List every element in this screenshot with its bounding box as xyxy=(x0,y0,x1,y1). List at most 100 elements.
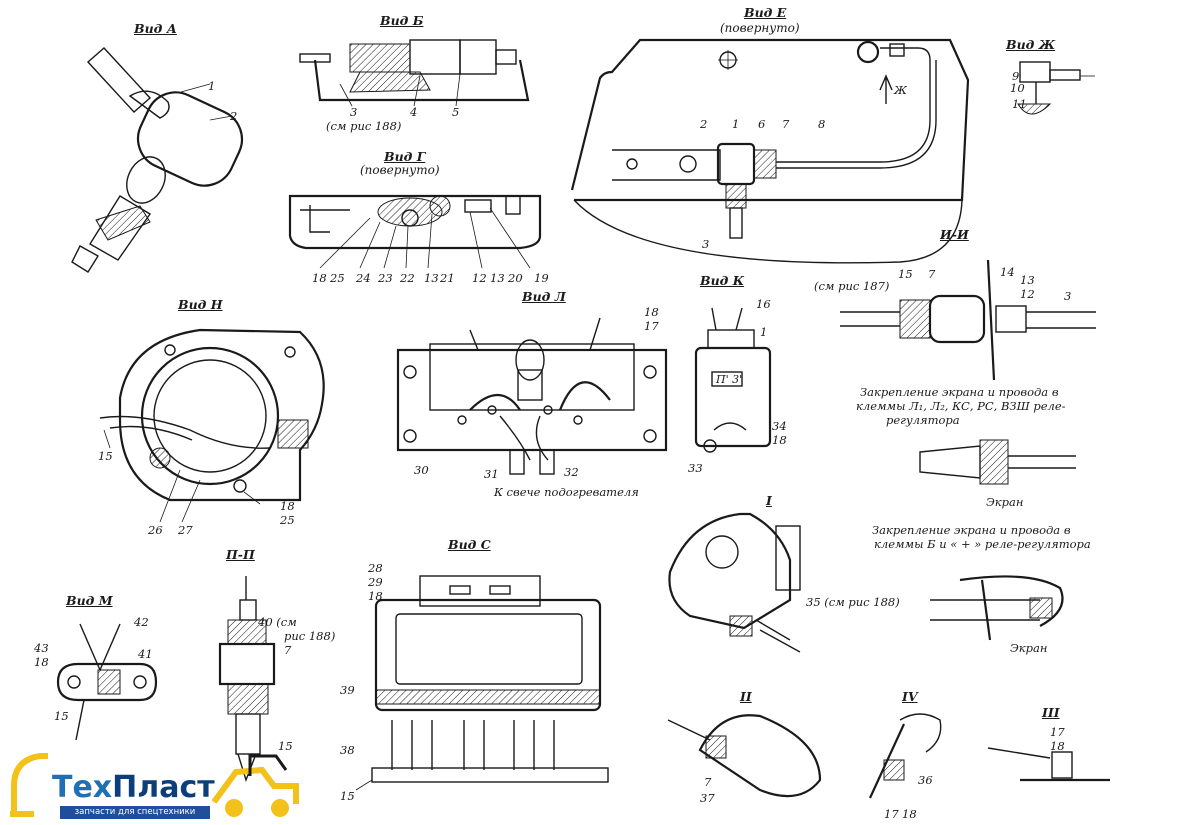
callout: 36 xyxy=(918,773,933,787)
view-l-title: Вид Л xyxy=(522,289,566,304)
view-b-title: Вид Б xyxy=(380,13,424,28)
callout: 23 xyxy=(378,271,393,285)
callout: 15 xyxy=(278,739,293,753)
callout: 3 xyxy=(1064,289,1072,303)
logo-brand-part-2: Пласт xyxy=(112,770,215,805)
view-n-title: Вид Н xyxy=(178,297,223,312)
callout: 13 xyxy=(1020,273,1035,287)
callout: 18 xyxy=(312,271,327,285)
callout: 41 xyxy=(138,647,153,661)
screen-label-1: Экран xyxy=(986,495,1024,509)
view-g-subtitle: (повернуто) xyxy=(360,163,440,177)
callout: 19 xyxy=(534,271,549,285)
callout: 15 xyxy=(54,709,69,723)
callout: 25 xyxy=(330,271,345,285)
callout: 25 xyxy=(280,513,295,527)
callout: 18 xyxy=(772,433,787,447)
callout: 39 xyxy=(340,683,355,697)
view-s-title: Вид С xyxy=(448,537,491,552)
view-m-drawing xyxy=(56,623,158,741)
callout: 7 xyxy=(704,775,712,789)
view-g-drawing xyxy=(288,194,542,269)
view-pp-reference-b: рис 188) xyxy=(284,629,336,643)
callout: 24 xyxy=(356,271,371,285)
callout: 29 xyxy=(368,575,383,589)
view-a-drawing xyxy=(71,47,244,273)
callout: 37 xyxy=(700,791,715,805)
terminal-detail-2 xyxy=(930,575,1064,641)
callout: 33 xyxy=(688,461,703,475)
logo-tagline: запчасти для спецтехники xyxy=(60,806,210,819)
callout: 34 xyxy=(772,419,787,433)
callout: 3 xyxy=(702,237,710,251)
callout: 15 xyxy=(898,267,913,281)
detail-ii-drawing xyxy=(667,714,822,798)
detail-iii-drawing xyxy=(987,747,1110,782)
logo-graphic xyxy=(10,753,299,817)
detail-iv-title: IV xyxy=(902,689,918,704)
fixing-note-1b: клеммы Л₁, Л₂, КС, РС, ВЗШ реле- xyxy=(856,399,1066,413)
relay-marking: П' 3' xyxy=(716,373,743,386)
view-b-reference: (см рис 188) xyxy=(326,119,402,133)
fixing-note-2b: клеммы Б и « + » реле-регулятора xyxy=(874,537,1091,551)
view-zh-title: Вид Ж xyxy=(1006,37,1056,52)
view-k-drawing xyxy=(694,307,772,453)
callout: 18 xyxy=(902,807,917,821)
callout: 10 xyxy=(1010,81,1025,95)
callout: 17 xyxy=(644,319,659,333)
callout: 1 xyxy=(760,325,768,339)
callout: 22 xyxy=(400,271,415,285)
detail-i-drawing xyxy=(668,512,801,653)
callout: 31 xyxy=(484,467,499,481)
view-pp-reference-a: 40 (см xyxy=(258,615,297,629)
view-m-title: Вид М xyxy=(66,593,113,608)
view-zh-drawing xyxy=(1017,61,1095,115)
logo-brand: ТехПласт xyxy=(52,772,215,804)
callout: 15 xyxy=(98,449,113,463)
view-ii-drawing xyxy=(840,259,1096,381)
callout: 12 xyxy=(1020,287,1035,301)
callout: 43 xyxy=(34,641,49,655)
logo-brand-part-1: Тех xyxy=(52,770,113,805)
callout: 17 xyxy=(1050,725,1065,739)
callout: 18 xyxy=(368,589,383,603)
callout: 42 xyxy=(134,615,149,629)
view-k-title: Вид К xyxy=(700,273,745,288)
callout: 17 xyxy=(884,807,899,821)
callout: 13 xyxy=(424,271,439,285)
callout: 1 xyxy=(732,117,740,131)
callout: 20 xyxy=(508,271,523,285)
view-s-drawing xyxy=(355,575,609,791)
callout: 26 xyxy=(148,523,163,537)
view-pp-drawing xyxy=(218,576,276,783)
callout: 16 xyxy=(756,297,771,311)
callout: 18 xyxy=(1050,739,1065,753)
detail-ii-title: II xyxy=(740,689,752,704)
callout: 32 xyxy=(564,465,579,479)
view-b-drawing xyxy=(299,39,530,107)
detail-i-reference: 35 (см рис 188) xyxy=(806,595,900,609)
callout: 18 xyxy=(280,499,295,513)
arrow-zh-label: Ж xyxy=(894,83,907,97)
callout: 1 xyxy=(208,79,216,93)
callout: 21 xyxy=(440,271,455,285)
callout: 12 xyxy=(472,271,487,285)
callout: 28 xyxy=(368,561,383,575)
view-l-drawing xyxy=(396,317,668,475)
callout: 2 xyxy=(230,109,238,123)
fixing-note-1a: Закрепление экрана и провода в xyxy=(860,385,1059,399)
callout: 15 xyxy=(340,789,355,803)
view-a-title: Вид А xyxy=(134,21,177,36)
callout: 7 xyxy=(782,117,790,131)
callout: 13 xyxy=(490,271,505,285)
screen-label-2: Экран xyxy=(1010,641,1048,655)
view-ii-title: И-И xyxy=(940,227,969,242)
terminal-detail-1 xyxy=(919,439,1076,485)
heater-note: К свече подогревателя xyxy=(494,485,639,499)
callout: 38 xyxy=(340,743,355,757)
callout: 3 xyxy=(350,105,358,119)
callout: 7 xyxy=(284,643,292,657)
fixing-note-2a: Закрепление экрана и провода в xyxy=(872,523,1071,537)
fixing-note-1c: регулятора xyxy=(886,413,960,427)
